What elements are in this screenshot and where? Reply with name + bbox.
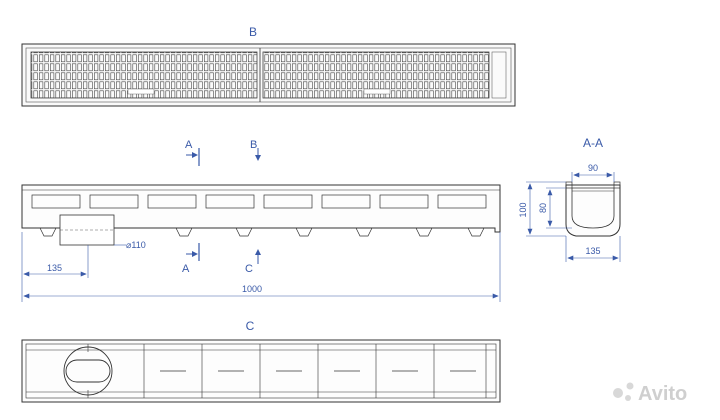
section-outer-width-dimension [565, 236, 621, 262]
cut-a-top-label: A [185, 139, 193, 151]
avito-watermark: Avito [613, 382, 687, 405]
total-length-dimension [21, 232, 501, 302]
section-outer-height-value: 100 [518, 202, 528, 217]
side-view-channel [21, 184, 501, 246]
section-inner-width-value: 90 [588, 163, 598, 173]
bottom-view-channel [21, 339, 501, 403]
view-b-label: B [249, 25, 257, 39]
cut-c-label: C [245, 263, 253, 275]
cut-marker-a-bottom: A [182, 243, 200, 275]
outlet-offset-dimension [21, 232, 89, 278]
section-inner-width-dimension [571, 172, 615, 182]
cut-b-label: B [250, 139, 257, 151]
outlet-offset-value: 135 [47, 263, 62, 273]
cut-a-bottom-label: A [182, 263, 190, 275]
cut-marker-b: B [250, 139, 261, 161]
outlet-diameter-value: ⌀110 [126, 240, 146, 250]
outlet-diameter-dimension: ⌀110 [114, 240, 146, 250]
avito-watermark-text: Avito [638, 383, 687, 405]
total-length-value: 1000 [242, 284, 262, 294]
section-a-a-profile [565, 181, 621, 237]
top-view-grate [21, 43, 516, 107]
section-outer-width-value: 135 [585, 246, 600, 256]
section-title: A-A [583, 136, 603, 150]
cut-marker-a-top: A [185, 139, 200, 166]
section-inner-height-value: 80 [538, 203, 548, 213]
section-outer-height-dimension [526, 181, 566, 237]
cut-marker-c: C [245, 249, 261, 275]
view-c-label: C [246, 319, 255, 333]
section-inner-height-dimension [546, 187, 572, 229]
